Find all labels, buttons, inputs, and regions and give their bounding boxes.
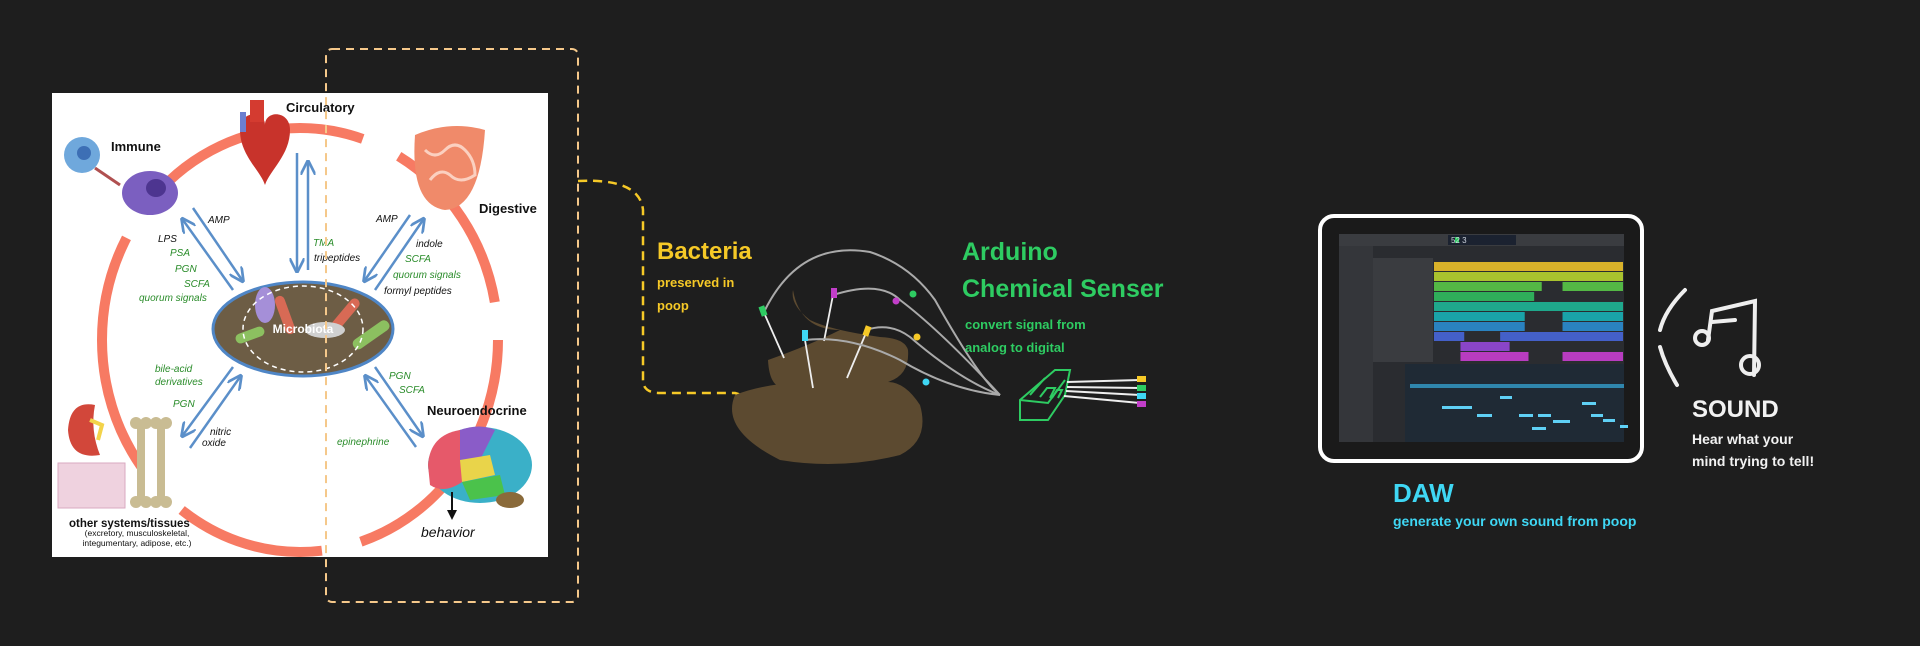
label-tripeptides: tripeptides: [314, 253, 360, 264]
label-scfa-neuro: SCFA: [399, 385, 425, 396]
daw-track-region[interactable]: [1434, 262, 1623, 271]
arduino-title-line2: Chemical Senser: [962, 275, 1164, 303]
label-tma: TMA: [313, 238, 334, 249]
daw-track-region[interactable]: [1562, 352, 1623, 361]
other-sub-line1: (excretory, musculoskeletal,: [85, 528, 190, 538]
daw-pitch-note[interactable]: [1620, 425, 1628, 428]
daw-pitch-note[interactable]: [1565, 420, 1570, 423]
other-sub-line2: integumentary, adipose, etc.): [83, 538, 192, 548]
selection-dashed-frame: [325, 48, 579, 603]
daw-pitch-note[interactable]: [1442, 406, 1472, 409]
daw-pitch-note[interactable]: [1477, 414, 1492, 417]
label-scfa: SCFA: [184, 279, 210, 290]
bones-icon: [130, 417, 172, 508]
label-quorum-digestive: quorum signals: [393, 270, 461, 281]
daw-track-region[interactable]: [1434, 322, 1525, 331]
kidney-icon: [68, 404, 105, 456]
arduino-board-icon: [1019, 369, 1072, 421]
daw-pitch-note[interactable]: [1500, 396, 1512, 399]
daw-track-region[interactable]: [1434, 332, 1465, 341]
daw-pitch-note[interactable]: [1591, 414, 1603, 417]
daw-track-region[interactable]: [1562, 312, 1623, 321]
arduino-title-line1: Arduino: [962, 238, 1058, 266]
gut-microbiota-diagram: Circulatory Immune Digestive Neuroendocr…: [52, 93, 548, 557]
label-nitric: nitric: [210, 427, 231, 438]
daw-pitch-note[interactable]: [1532, 427, 1546, 430]
immune-cells-icon: [64, 137, 178, 215]
brain-icon: [428, 426, 532, 508]
label-indole: indole: [416, 239, 443, 250]
label-quorum-signals: quorum signals: [139, 293, 207, 304]
sound-desc-line1: Hear what your: [1692, 431, 1794, 447]
label-psa: PSA: [170, 248, 190, 259]
daw-track-region[interactable]: [1434, 312, 1525, 321]
sound-title: SOUND: [1692, 396, 1779, 423]
system-label-other: other systems/tissues: [69, 518, 190, 530]
bacteria-title: Bacteria: [657, 238, 752, 265]
system-label-neuroendocrine: Neuroendocrine: [427, 403, 527, 418]
daw-screenshot[interactable]: [1339, 234, 1628, 442]
microbiota-label: Microbiota: [273, 322, 334, 336]
microbiota-image: [211, 280, 395, 378]
daw-track-region[interactable]: [1434, 282, 1542, 291]
label-amp-digestive: AMP: [375, 214, 398, 225]
label-scfa-digestive: SCFA: [405, 254, 431, 265]
daw-track-region[interactable]: [1434, 292, 1535, 301]
arduino-desc-line2: analog to digital: [965, 340, 1065, 355]
daw-pitch-note[interactable]: [1603, 419, 1615, 422]
label-amp: AMP: [207, 215, 230, 226]
label-bile-acid: bile-acid: [155, 364, 193, 375]
label-derivatives: derivatives: [155, 377, 203, 388]
system-label-circulatory: Circulatory: [286, 100, 355, 115]
output-wires: [1063, 376, 1146, 407]
system-label-immune: Immune: [111, 139, 161, 154]
label-epinephrine: epinephrine: [337, 437, 390, 448]
arduino-desc-line1: convert signal from: [965, 317, 1086, 332]
behavior-label: behavior: [421, 524, 476, 540]
daw-pitch-note[interactable]: [1519, 414, 1533, 417]
sound-desc-line2: mind trying to tell!: [1692, 453, 1815, 469]
daw-pitch-note[interactable]: [1538, 414, 1551, 417]
system-label-digestive: Digestive: [479, 201, 537, 216]
daw-track-region[interactable]: [1562, 282, 1623, 291]
heart-icon: [240, 100, 290, 185]
label-pgn-neuro: PGN: [389, 371, 411, 382]
daw-title: DAW: [1393, 478, 1454, 508]
daw-pitch-note[interactable]: [1582, 402, 1596, 405]
intestines-icon: [414, 126, 485, 210]
daw-track-region[interactable]: [1434, 272, 1623, 281]
label-pgn-other: PGN: [173, 399, 195, 410]
poop-illustration: [732, 290, 923, 464]
exchange-arrows: [183, 153, 423, 449]
daw-pitch-note[interactable]: [1553, 420, 1566, 423]
systems-ring: [97, 123, 503, 557]
flow-connector: [577, 179, 746, 406]
daw-track-region[interactable]: [1460, 342, 1510, 351]
daw-track-region[interactable]: [1460, 352, 1529, 361]
bacteria-desc-line1: preserved in: [657, 275, 735, 290]
label-formyl-peptides: formyl peptides: [384, 286, 452, 297]
daw-position-counter: 52 3: [1451, 236, 1467, 245]
sensor-probes: [758, 249, 1001, 396]
label-oxide: oxide: [202, 438, 226, 449]
daw-track-region[interactable]: [1434, 302, 1623, 311]
daw-track-region[interactable]: [1500, 332, 1623, 341]
music-note-icon: [1658, 288, 1761, 387]
label-pgn: PGN: [175, 264, 197, 275]
label-lps: LPS: [158, 234, 177, 245]
daw-subtitle: generate your own sound from poop: [1393, 513, 1637, 529]
daw-track-region[interactable]: [1562, 322, 1623, 331]
bacteria-desc-line2: poop: [657, 298, 689, 313]
adipose-tissue-icon: [57, 462, 126, 509]
